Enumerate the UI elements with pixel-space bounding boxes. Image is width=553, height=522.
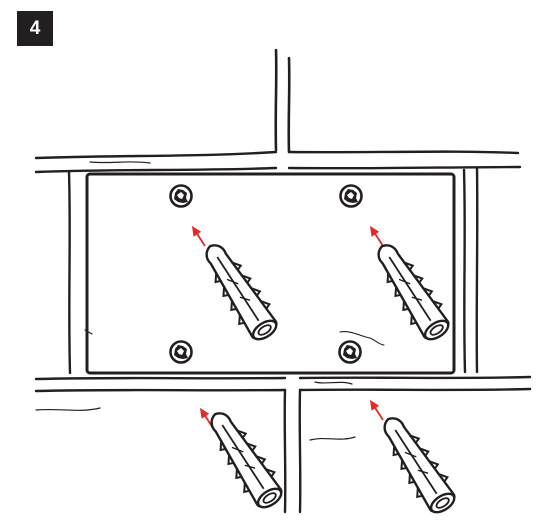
wall-plug-anchor-icon: [198, 403, 290, 515]
drilled-hole-icon: [169, 340, 193, 364]
drilled-hole-icon: [169, 184, 193, 208]
step-number: 4: [29, 18, 41, 39]
mounting-plate-outline: [85, 172, 456, 375]
drilled-hole-icon: [339, 184, 363, 208]
insert-direction-arrow-icon: [365, 396, 388, 424]
wall-plug-anchor-icon: [193, 235, 285, 347]
step-number-badge: 4: [17, 11, 53, 46]
wall-plug-anchor-icon: [371, 408, 463, 520]
drilled-hole-icon: [338, 340, 362, 364]
insert-direction-arrow-icon: [187, 222, 210, 250]
mortar-joint-bottom: [283, 388, 302, 514]
mortar-joint-top: [274, 48, 291, 154]
brick-wall: [34, 48, 532, 514]
mortar-joint-upper: [34, 150, 522, 174]
wall-plug-anchor-icon: [365, 235, 457, 347]
mortar-joint-lower: [34, 375, 532, 393]
